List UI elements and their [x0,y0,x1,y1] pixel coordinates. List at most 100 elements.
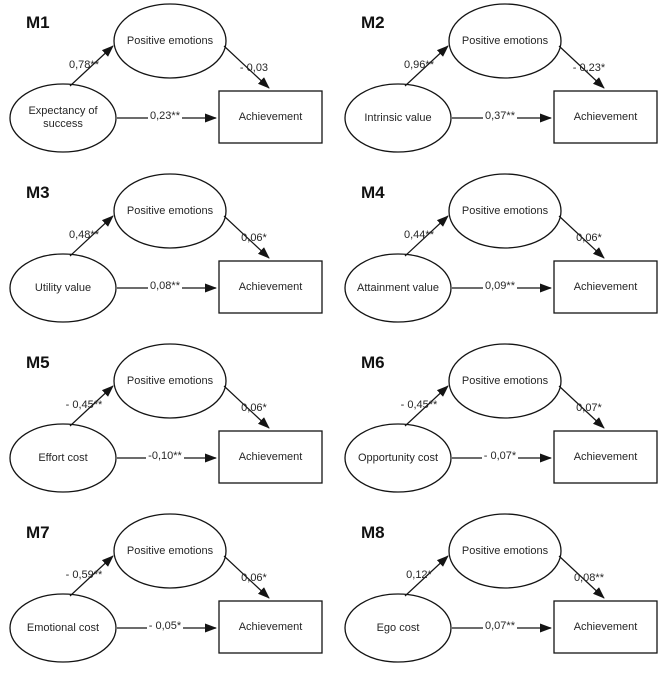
outcome-rect [553,600,658,654]
direct-path-coefficient: 0,23** [115,110,215,123]
model-id-label: M8 [361,523,385,542]
direct-path-coefficient-text: 0,07** [483,620,517,632]
predictor-ellipse [344,423,452,493]
predictor-node-label: Opportunity cost [357,451,439,464]
path-diagram [9,173,323,323]
path-diagram [9,343,323,493]
predictor-to-mediator-arrow [404,215,449,257]
mediator-ellipse [448,3,562,79]
mediator-to-outcome-arrow [558,385,605,429]
direct-path-coefficient: -0,10** [115,450,215,463]
predictor-to-mediator-arrow [69,45,114,87]
mediator-to-outcome-arrow [558,45,605,89]
outcome-rect [218,260,323,314]
model-panel: M7 Positive emotions Emotional cost Achi… [0,510,335,680]
mediator-ellipse [113,513,227,589]
direct-path-coefficient: - 0,05* [115,620,215,633]
predictor-ellipse [9,253,117,323]
path-diagram [344,513,658,663]
predictor-node-label: Expectancy of success [28,105,98,130]
model-panel: M4 Positive emotions Attainment value Ac… [335,170,670,340]
predictor-to-mediator-coefficient: 0,44** [404,229,434,241]
predictor-to-mediator-arrow [69,385,114,427]
mediator-node-label: Positive emotions [461,34,549,47]
model-id-label: M2 [361,13,385,32]
model-panel: M6 Positive emotions Opportunity cost Ac… [335,340,670,510]
mediator-ellipse [113,173,227,249]
predictor-to-mediator-arrow [404,555,449,597]
predictor-to-mediator-coefficient: 0,78** [69,59,99,71]
model-id-label: M6 [361,353,385,372]
mediator-to-outcome-coefficient: 0,06* [576,232,602,244]
predictor-node-label: Effort cost [38,451,88,464]
direct-path-coefficient-text: -0,10** [146,450,184,462]
mediator-ellipse [113,3,227,79]
outcome-node-label: Achievement [573,450,638,463]
mediator-to-outcome-arrow [558,215,605,259]
mediator-to-outcome-arrow [223,555,270,599]
direct-path-coefficient-text: 0,37** [483,110,517,122]
direct-path-coefficient-text: 0,09** [483,280,517,292]
mediator-node-label: Positive emotions [461,204,549,217]
outcome-node-label: Achievement [573,110,638,123]
mediator-ellipse [448,343,562,419]
outcome-rect [553,430,658,484]
predictor-to-mediator-coefficient: - 0,59** [65,569,103,581]
model-id-label: M7 [26,523,50,542]
predictor-to-mediator-arrow [69,215,114,257]
mediator-to-outcome-coefficient: 0,06* [241,232,267,244]
model-panel: M3 Positive emotions Utility value Achie… [0,170,335,340]
predictor-node-label: Attainment value [357,281,439,294]
predictor-to-mediator-arrow [69,555,114,597]
outcome-node-label: Achievement [238,620,303,633]
outcome-rect [218,430,323,484]
direct-path-coefficient: 0,08** [115,280,215,293]
mediator-node-label: Positive emotions [126,374,214,387]
mediator-node-label: Positive emotions [126,544,214,557]
mediator-node-label: Positive emotions [126,34,214,47]
predictor-ellipse [344,253,452,323]
model-id-label: M5 [26,353,50,372]
outcome-rect [553,90,658,144]
direct-path-coefficient-text: - 0,07* [481,450,519,462]
path-diagram [9,3,323,153]
predictor-to-mediator-coefficient: 0,96** [404,59,434,71]
mediator-to-outcome-coefficient: 0,08** [574,572,604,584]
path-diagram [344,343,658,493]
outcome-node-label: Achievement [573,280,638,293]
path-diagram [344,173,658,323]
direct-path-coefficient-text: - 0,05* [146,620,184,632]
mediator-ellipse [113,343,227,419]
outcome-node-label: Achievement [238,450,303,463]
outcome-node-label: Achievement [238,280,303,293]
predictor-to-mediator-coefficient: 0,12* [406,569,432,581]
path-diagram [344,3,658,153]
predictor-ellipse [344,593,452,663]
predictor-node-label: Utility value [34,281,92,294]
model-id-label: M1 [26,13,50,32]
outcome-node-label: Achievement [573,620,638,633]
predictor-node-label: Intrinsic value [364,111,432,124]
predictor-node-label: Emotional cost [26,621,100,634]
mediator-node-label: Positive emotions [461,544,549,557]
predictor-node-label: Ego cost [376,621,420,634]
mediator-to-outcome-arrow [223,215,270,259]
model-id-label: M3 [26,183,50,202]
mediator-to-outcome-coefficient: 0,07* [576,402,602,414]
predictor-to-mediator-arrow [404,385,449,427]
predictor-ellipse [344,83,452,153]
predictor-to-mediator-coefficient: 0,48** [69,229,99,241]
mediator-node-label: Positive emotions [461,374,549,387]
model-panel: M1 Positive emotions Expectancy of succe… [0,0,335,170]
mediator-to-outcome-coefficient: 0,06* [241,572,267,584]
mediator-to-outcome-arrow [558,555,605,599]
model-panel: M2 Positive emotions Intrinsic value Ach… [335,0,670,170]
mediator-to-outcome-arrow [223,385,270,429]
model-panel: M5 Positive emotions Effort cost Achieve… [0,340,335,510]
direct-path-coefficient-text: 0,08** [148,280,182,292]
model-panel: M8 Positive emotions Ego cost Achievemen… [335,510,670,680]
direct-path-coefficient-text: 0,23** [148,110,182,122]
model-id-label: M4 [361,183,385,202]
predictor-ellipse [9,83,117,153]
